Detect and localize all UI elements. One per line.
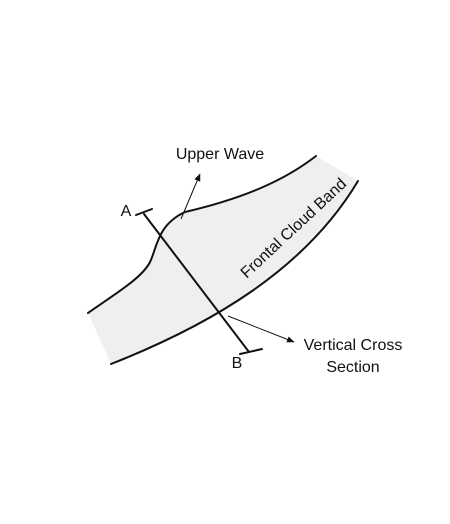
upper-wave-label: Upper Wave (176, 146, 264, 163)
cross-section-endcap-b (239, 348, 263, 355)
point-a-label: A (121, 203, 132, 220)
cloud-band-shading (88, 156, 358, 364)
vertical-cross-section-label-line1: Vertical Cross (304, 337, 403, 354)
upper-wave-arrow (180, 173, 201, 220)
cross-section-arrow (227, 315, 295, 343)
upper-wave-boundary (87, 155, 317, 314)
vertical-cross-section-label-line2: Section (326, 359, 379, 376)
cross-section-line (143, 213, 250, 353)
point-b-label: B (232, 355, 243, 372)
cross-section-endcap-a (135, 208, 153, 216)
lower-band-boundary (110, 180, 359, 365)
